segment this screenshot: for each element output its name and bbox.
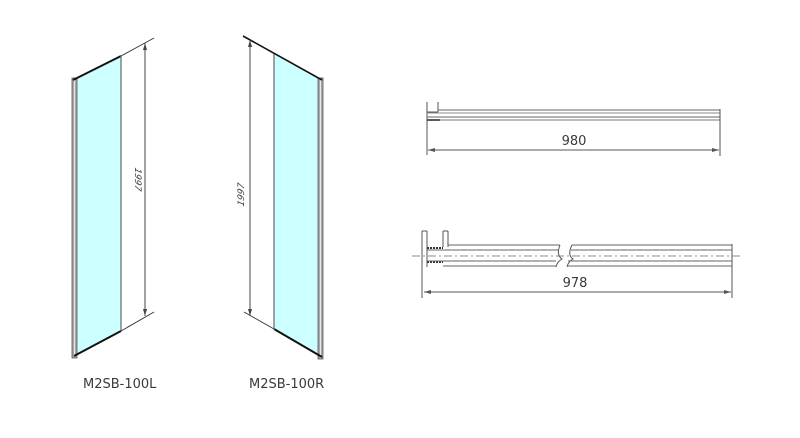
panel-left-drawing: 1997 — [71, 37, 155, 359]
panel-right-drawing: 1997 — [236, 35, 324, 360]
profile-top-width-dim: 980 — [562, 134, 587, 149]
panel-right-height-dim: 1997 — [236, 181, 246, 209]
profile-top-drawing: 980 — [426, 102, 721, 156]
profile-bottom-width-dim: 978 — [563, 276, 588, 291]
profile-bottom-drawing: 978 — [412, 230, 742, 298]
panel-left-label: M2SB-100L — [83, 377, 157, 392]
panel-right-label: M2SB-100R — [249, 377, 325, 392]
panel-left-height-dim: 1997 — [132, 165, 142, 193]
